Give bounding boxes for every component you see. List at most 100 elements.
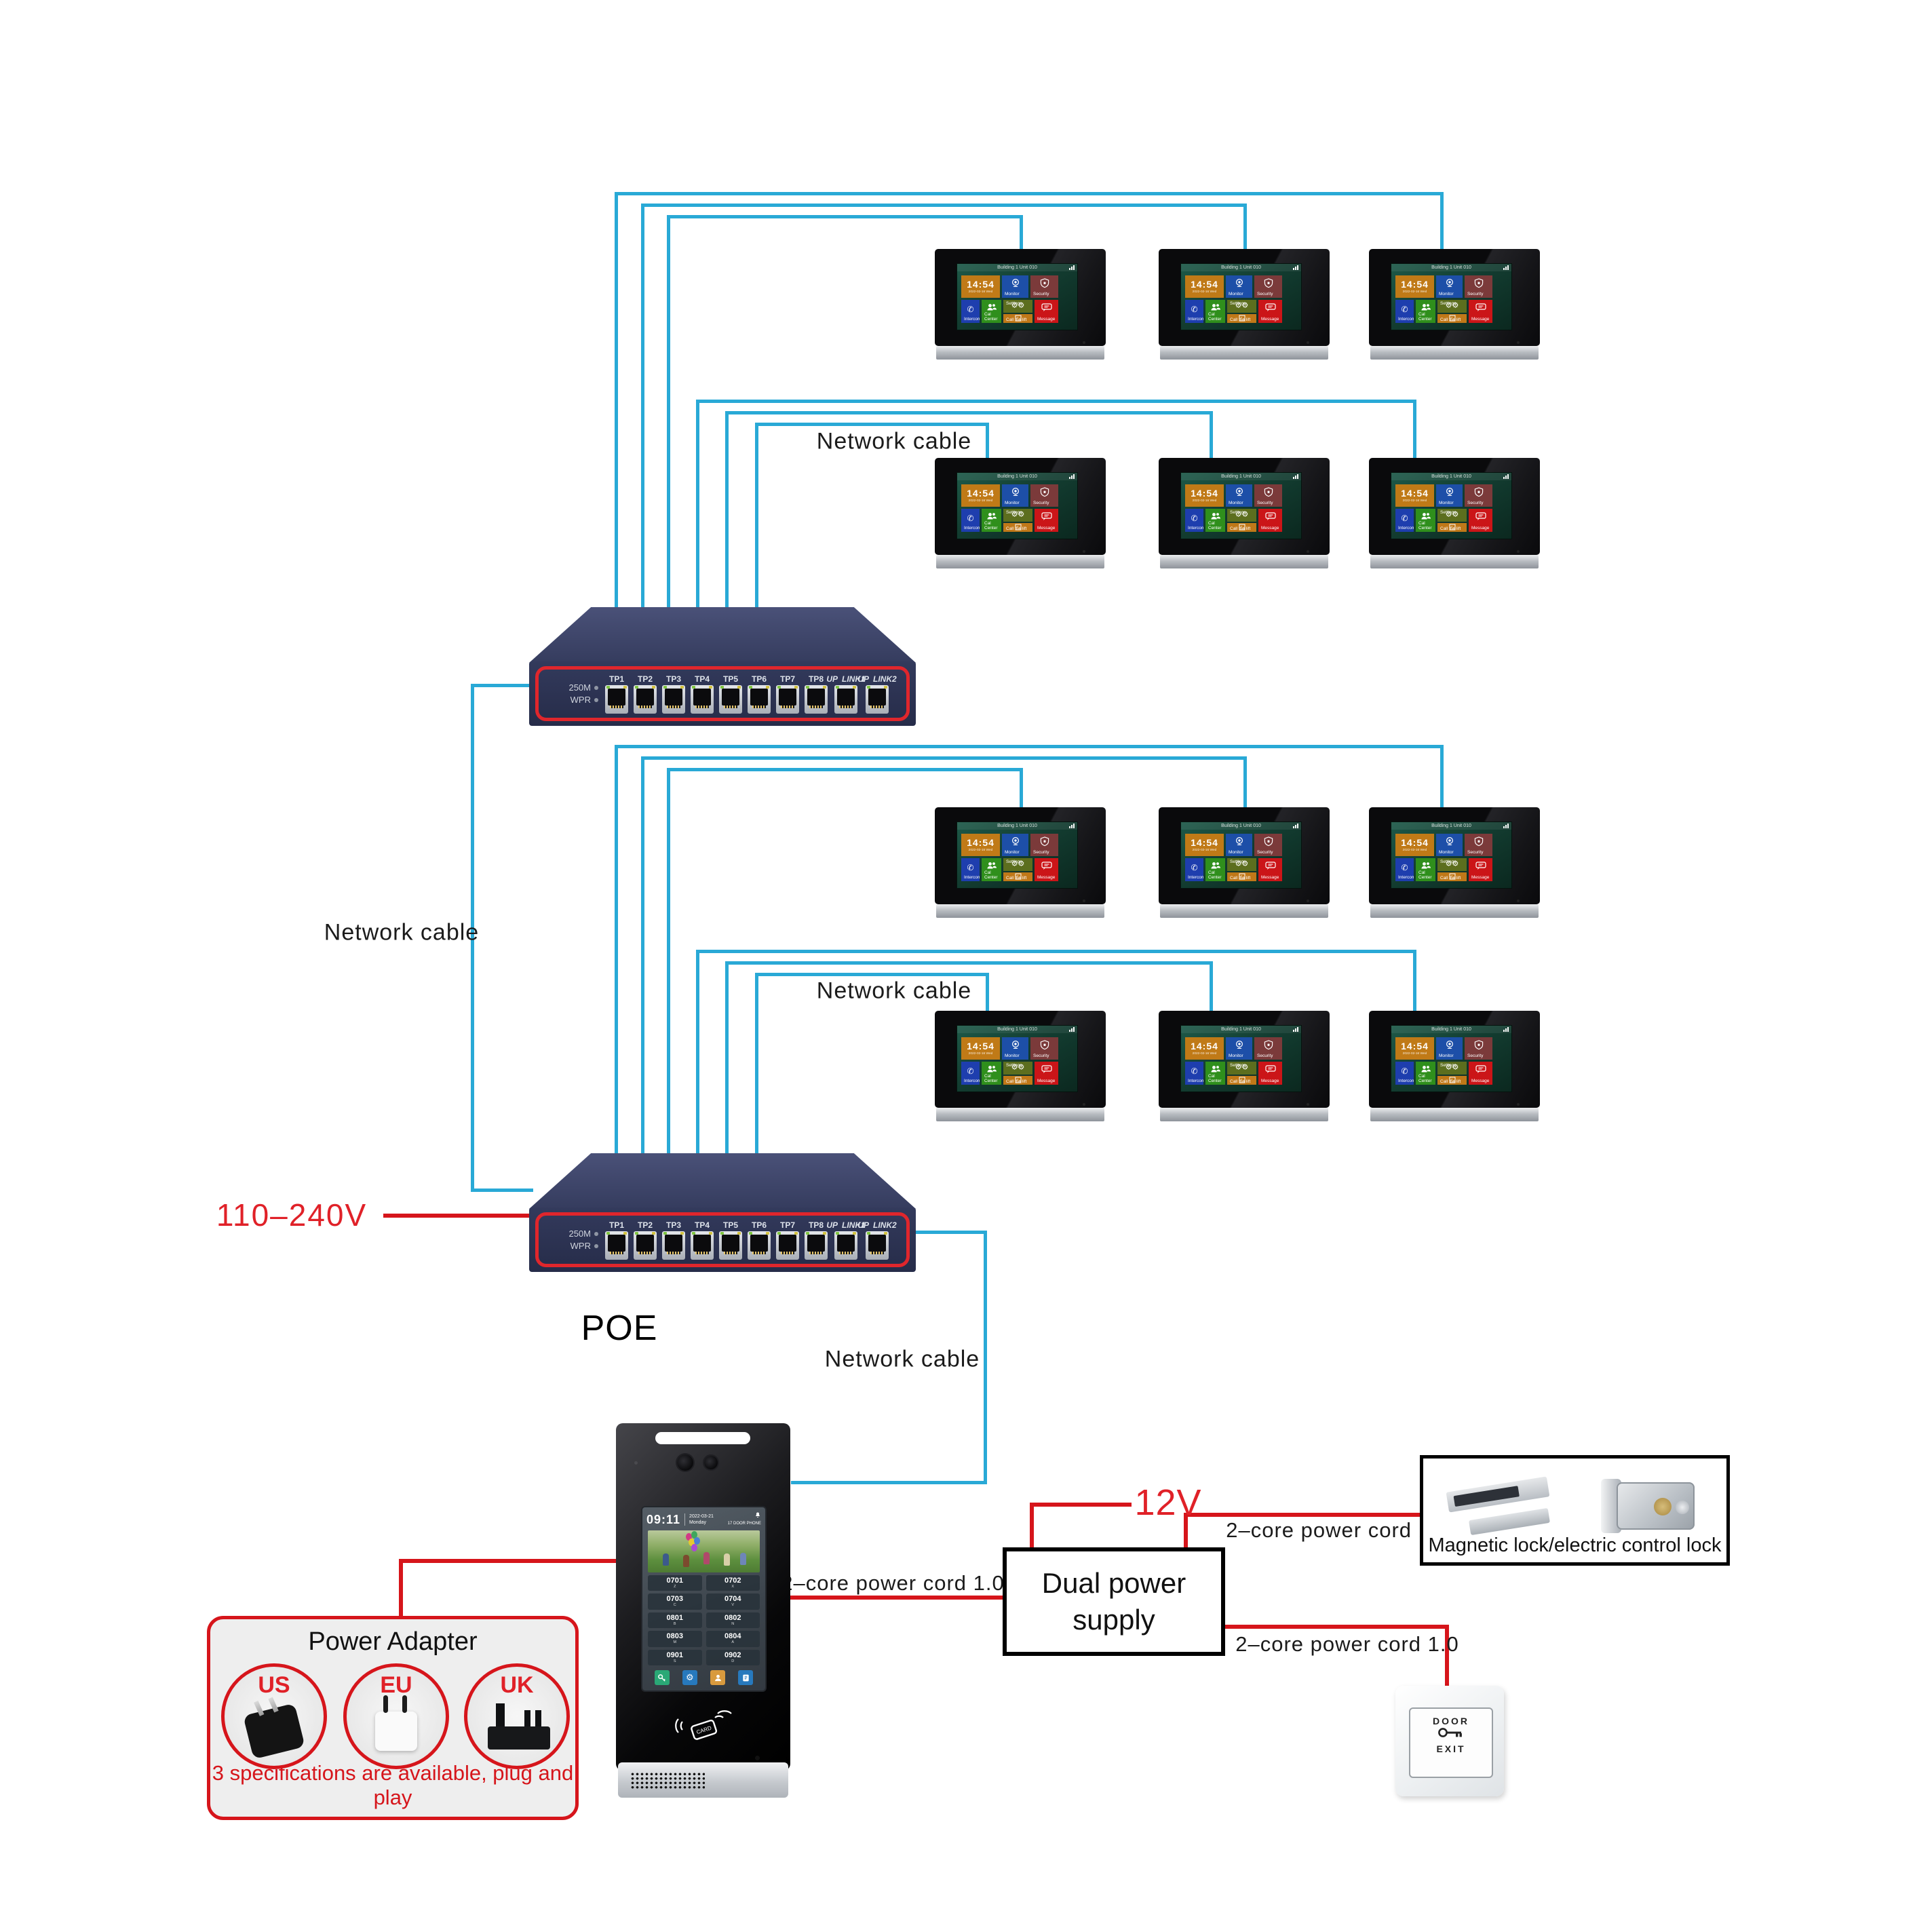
monitor-tile: Monitor — [1226, 484, 1252, 507]
shield-icon — [1473, 278, 1484, 292]
screw-dot — [755, 1756, 760, 1760]
people-icon — [986, 862, 997, 874]
eu-plug-label: EU — [380, 1672, 412, 1698]
rj45-port-tp1 — [605, 1231, 628, 1260]
chat-bubble-icon — [1041, 1065, 1052, 1077]
message-tile-label: Message — [1471, 317, 1490, 322]
rj45-port-uplink2 — [866, 1231, 889, 1260]
gear-icon: ⚙⚙ — [1445, 859, 1459, 868]
monitor-tile-label: Monitor — [1229, 501, 1243, 505]
network-cable-label: Network cable — [816, 428, 972, 455]
network-cable-line — [471, 684, 533, 687]
intercom-tile: ✆ Intercom — [961, 509, 980, 532]
security-tile: Security — [1030, 275, 1058, 298]
call-center-tile: Cal Center — [1205, 300, 1225, 323]
network-cable-line — [641, 204, 644, 678]
intercom-tile: ✆ Intercom — [1395, 300, 1414, 323]
security-tile: Security — [1465, 484, 1492, 507]
indoor-monitor: Building 1 Unit 010 14:54 2022-02-16 Wed… — [935, 249, 1106, 361]
led-250m-label: 250M — [568, 1229, 591, 1239]
phone-icon: ✆ — [967, 305, 974, 315]
door-exit-button-face: DOOR EXIT — [1409, 1707, 1493, 1778]
gear-icon: ⚙⚙ — [1235, 301, 1249, 310]
network-cable-line — [1243, 204, 1247, 252]
security-tile: Security — [1254, 484, 1282, 507]
network-cable-line — [1020, 768, 1023, 811]
phone-icon: ✆ — [967, 863, 974, 873]
webcam-icon — [1444, 277, 1455, 292]
monitor-statusbar-text: Building 1 Unit 010 — [997, 474, 1037, 479]
people-icon — [1420, 1065, 1431, 1078]
settings-tile: ⚙⚙ Settings — [1003, 858, 1032, 871]
intercom-tile-label: Intercom — [1398, 1079, 1414, 1083]
security-tile-label: Security — [1467, 1054, 1484, 1058]
monitor-time: 14:54 — [1401, 1041, 1429, 1051]
monitor-tile: Monitor — [1436, 275, 1463, 298]
eu-plug-circle: EU — [343, 1663, 449, 1769]
people-icon — [1210, 512, 1221, 525]
settings-tile: ⚙⚙ Settings — [1437, 509, 1467, 522]
rj45-port-tp8 — [805, 1231, 828, 1260]
security-tile: Security — [1030, 834, 1058, 856]
monitor-statusbar-text: Building 1 Unit 010 — [997, 265, 1037, 270]
led-250m-dot — [594, 685, 598, 690]
monitor-date: 2022-02-16 Wed — [1192, 499, 1217, 503]
monitor-screen: Building 1 Unit 010 14:54 2022-02-16 Wed… — [1391, 264, 1511, 330]
message-tile-label: Message — [1261, 1079, 1279, 1083]
call-lift-tile-label: Call the lift — [1440, 317, 1461, 322]
switch-top-face — [529, 607, 916, 663]
monitor-statusbar-text: Building 1 Unit 010 — [1431, 474, 1471, 479]
message-tile-label: Message — [1261, 875, 1279, 880]
power-adapter-title: Power Adapter — [308, 1627, 478, 1656]
message-tile-label: Message — [1037, 317, 1056, 322]
security-tile-label: Security — [1467, 292, 1484, 296]
message-tile-label: Message — [1471, 875, 1490, 880]
gear-icon: ⚙⚙ — [1235, 509, 1249, 519]
speaker-grille — [630, 1772, 705, 1790]
message-tile: Message — [1258, 300, 1282, 323]
message-tile-label: Message — [1037, 1079, 1056, 1083]
security-tile: Security — [1254, 275, 1282, 298]
monitor-tile-label: Monitor — [1229, 292, 1243, 296]
call-lift-tile: Call the lift — [1437, 1076, 1467, 1085]
monitor-statusbar-text: Building 1 Unit 010 — [997, 1027, 1037, 1032]
network-cable-line — [615, 192, 618, 678]
intercom-tile-label: Intercom — [964, 875, 980, 880]
call-lift-tile-label: Call the lift — [1440, 1079, 1461, 1084]
call-center-tile-label: Cal Center — [1418, 1074, 1432, 1083]
network-cable-line — [471, 1189, 533, 1192]
phone-icon: ✆ — [1191, 514, 1198, 524]
people-icon — [986, 512, 997, 525]
door-exit-button: DOOR EXIT — [1395, 1686, 1504, 1796]
monitor-statusbar: Building 1 Unit 010 — [1181, 473, 1301, 480]
indoor-monitor: Building 1 Unit 010 14:54 2022-02-16 Wed… — [1159, 807, 1330, 919]
switch-front-face: 250M WPR TP1 TP2 TP3 TP4 TP5 TP6 TP7 TP8… — [529, 1208, 916, 1272]
monitor-time: 14:54 — [1401, 488, 1429, 499]
indoor-monitor: Building 1 Unit 010 14:54 2022-02-16 Wed… — [1159, 249, 1330, 361]
monitor-slot: Building 1 Unit 010 14:54 2022-02-16 Wed… — [1369, 249, 1540, 361]
monitor-base — [1370, 1103, 1539, 1121]
monitor-base — [1160, 1103, 1328, 1121]
chat-bubble-icon — [1475, 862, 1486, 874]
security-tile-label: Security — [1467, 850, 1484, 855]
security-tile-label: Security — [1257, 850, 1273, 855]
led-wpr-dot — [594, 697, 598, 702]
signal-icon — [1503, 474, 1509, 479]
signal-icon — [1069, 1027, 1075, 1032]
monitor-screen: Building 1 Unit 010 14:54 2022-02-16 Wed… — [957, 473, 1077, 539]
settings-tile-label: Settings — [1230, 301, 1246, 306]
magnetic-lock-image — [1446, 1476, 1550, 1513]
intercom-tile-label: Intercom — [1398, 875, 1414, 880]
monitor-tile-label: Monitor — [1005, 850, 1020, 855]
clock-tile: 14:54 2022-02-16 Wed — [961, 484, 1000, 507]
settings-tile-label: Settings — [1230, 1063, 1246, 1068]
signal-icon — [1069, 474, 1075, 479]
elevator-icon — [1015, 314, 1022, 323]
settings-tile-label: Settings — [1440, 301, 1456, 306]
network-cable-line — [1440, 192, 1444, 252]
gear-icon: ⚙⚙ — [1011, 301, 1025, 310]
people-icon — [1210, 303, 1221, 316]
network-cable-line — [725, 411, 729, 678]
